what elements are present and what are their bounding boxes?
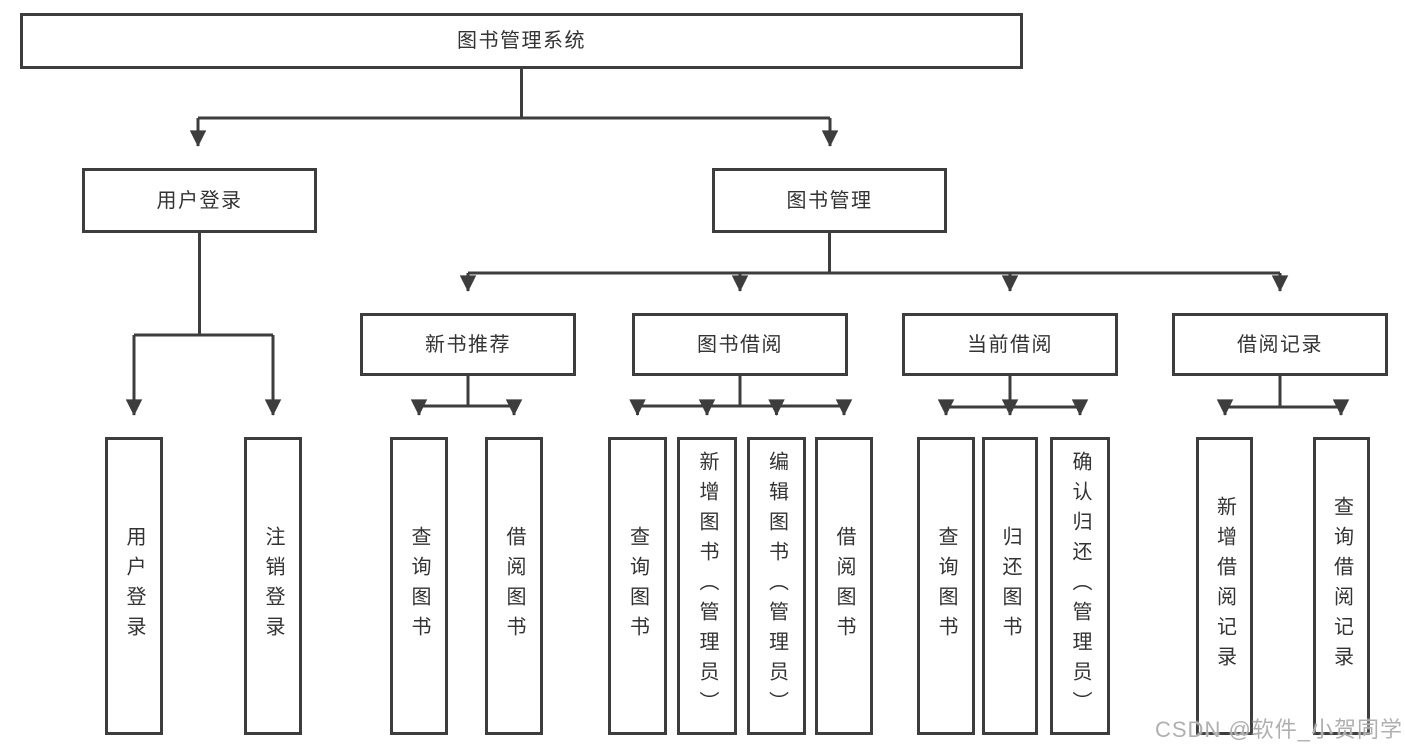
leaf-label: 编辑图书（管理员） — [765, 451, 788, 721]
leaf-query-books: 查询图书 — [917, 437, 975, 735]
leaf-borrow-books: 借阅图书 — [485, 437, 543, 735]
leaf-label: 查询图书 — [935, 526, 957, 646]
node-book-management: 图书管理 — [712, 168, 947, 233]
node-label: 图书管理 — [786, 189, 873, 212]
node-label: 借阅记录 — [1237, 333, 1323, 356]
leaf-edit-books-admin: 编辑图书（管理员） — [747, 437, 806, 735]
node-current-borrow: 当前借阅 — [902, 313, 1118, 376]
leaf-label: 注销登录 — [262, 526, 284, 646]
leaf-label: 查询图书 — [408, 526, 430, 646]
leaf-label: 确认归还（管理员） — [1069, 451, 1091, 721]
leaf-logout: 注销登录 — [244, 437, 302, 735]
leaf-add-borrow-record: 新增借阅记录 — [1196, 437, 1253, 735]
leaf-label: 用户登录 — [123, 526, 145, 646]
node-book-borrow: 图书借阅 — [632, 313, 848, 376]
node-label: 新书推荐 — [425, 333, 511, 356]
node-user-login: 用户登录 — [82, 168, 317, 233]
leaf-label: 借阅图书 — [503, 526, 525, 646]
leaf-label: 查询图书 — [626, 526, 649, 646]
leaf-query-books: 查询图书 — [608, 437, 667, 735]
node-system-root: 图书管理系统 — [20, 13, 1023, 69]
leaf-confirm-return-admin: 确认归还（管理员） — [1050, 437, 1110, 735]
leaf-borrow-books: 借阅图书 — [815, 437, 873, 735]
leaf-label: 查询借阅记录 — [1330, 496, 1353, 676]
node-label: 当前借阅 — [967, 333, 1053, 356]
leaf-label: 借阅图书 — [833, 526, 855, 646]
leaf-return-books: 归还图书 — [982, 437, 1038, 735]
node-label: 图书借阅 — [697, 333, 783, 356]
leaf-query-books: 查询图书 — [390, 437, 448, 735]
leaf-label: 新增图书（管理员） — [696, 451, 718, 721]
leaf-label: 新增借阅记录 — [1213, 496, 1236, 676]
node-label: 用户登录 — [156, 189, 243, 212]
leaf-query-borrow-record: 查询借阅记录 — [1313, 437, 1370, 735]
leaf-label: 归还图书 — [999, 526, 1021, 646]
node-borrow-record: 借阅记录 — [1172, 313, 1388, 376]
leaf-user-login: 用户登录 — [105, 437, 163, 735]
node-label: 图书管理系统 — [457, 30, 586, 52]
csdn-watermark: CSDN @软件_小贺同学 — [1155, 717, 1404, 742]
leaf-add-books-admin: 新增图书（管理员） — [677, 437, 737, 735]
node-new-book-recommend: 新书推荐 — [360, 313, 576, 376]
